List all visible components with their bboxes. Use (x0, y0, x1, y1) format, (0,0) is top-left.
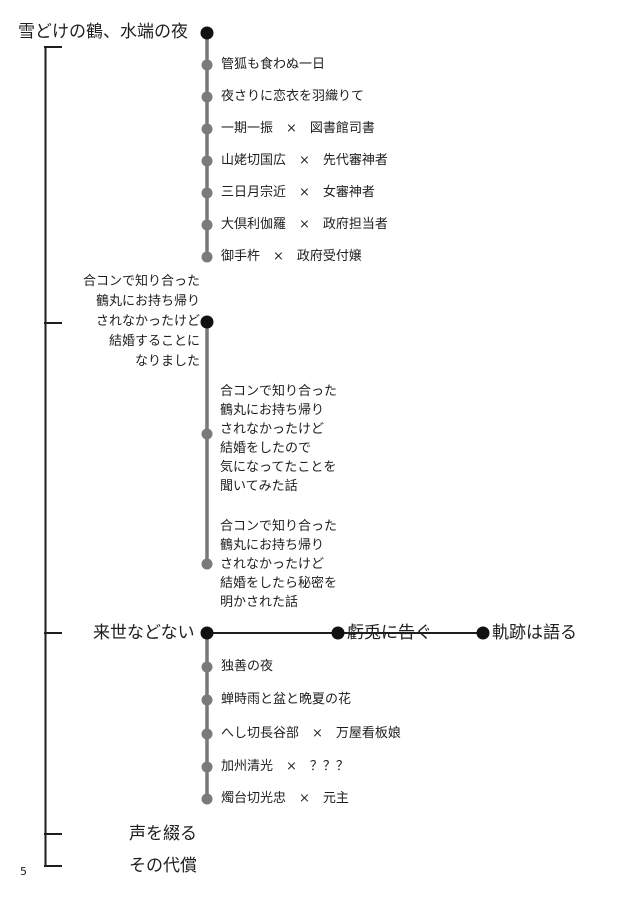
branch3-item: 燭台切光忠 × 元主 (221, 791, 349, 806)
sequel-node-1 (331, 626, 345, 640)
branch2-title: 合コンで知り合った 鶴丸にお持ち帰り されなかったけど 結婚することに なりまし… (82, 274, 200, 369)
branch1-item-dot (201, 155, 213, 167)
sequel-node-2 (476, 626, 490, 640)
branch2-item: 合コンで知り合った 鶴丸にお持ち帰り されなかったけど 結婚をしたら秘密を 明か… (220, 519, 338, 610)
branch1-item: 大倶利伽羅 × 政府担当者 (221, 217, 388, 232)
branch3-item-dot (201, 694, 213, 706)
branch1-item-dot (201, 187, 213, 199)
branch3-item: 加州清光 × ？？？ (221, 759, 349, 774)
branch2-item: 合コンで知り合った 鶴丸にお持ち帰り されなかったけど 結婚をしたので 気になっ… (220, 384, 338, 494)
branch3-item: 独善の夜 (221, 659, 274, 674)
sequel-title-2: 軌跡は語る (492, 623, 577, 643)
branch1-item: 管狐も食わぬ一日 (221, 57, 326, 72)
branch3-title: 来世などない (93, 623, 195, 643)
branch2-item-dot (201, 428, 213, 440)
branch3-item-dot (201, 728, 213, 740)
branch1-item-dot (201, 251, 213, 263)
sequel-title-1: 虧兎に告ぐ (347, 623, 432, 643)
branch4-title: 声を綴る (129, 824, 197, 844)
page-number: 5 (20, 865, 27, 878)
branch1-item: 三日月宗近 × 女審神者 (221, 185, 375, 200)
branch2-node (200, 315, 214, 329)
branch3-item-dot (201, 761, 213, 773)
branch1-item: 一期一振 × 図書館司書 (221, 121, 375, 136)
branch1-item-dot (201, 91, 213, 103)
branch1-item-dot (201, 123, 213, 135)
branch1-item: 御手杵 × 政府受付嬢 (221, 249, 362, 264)
branch1-item: 山姥切国広 × 先代審神者 (221, 153, 388, 168)
branch1-item: 夜さりに恋衣を羽織りて (221, 89, 365, 104)
branch2-item-dot (201, 558, 213, 570)
branch5-title: その代償 (129, 856, 197, 876)
branch3-node (200, 626, 214, 640)
branch3-item: へし切長谷部 × 万屋看板娘 (221, 726, 401, 741)
branch3-item-dot (201, 661, 213, 673)
branch1-title: 雪どけの鶴、水端の夜 (18, 22, 188, 42)
branch1-node (200, 26, 214, 40)
branch1-item-dot (201, 59, 213, 71)
branch1-item-dot (201, 219, 213, 231)
branch3-item: 蝉時雨と盆と晩夏の花 (221, 692, 352, 707)
branch3-item-dot (201, 793, 213, 805)
